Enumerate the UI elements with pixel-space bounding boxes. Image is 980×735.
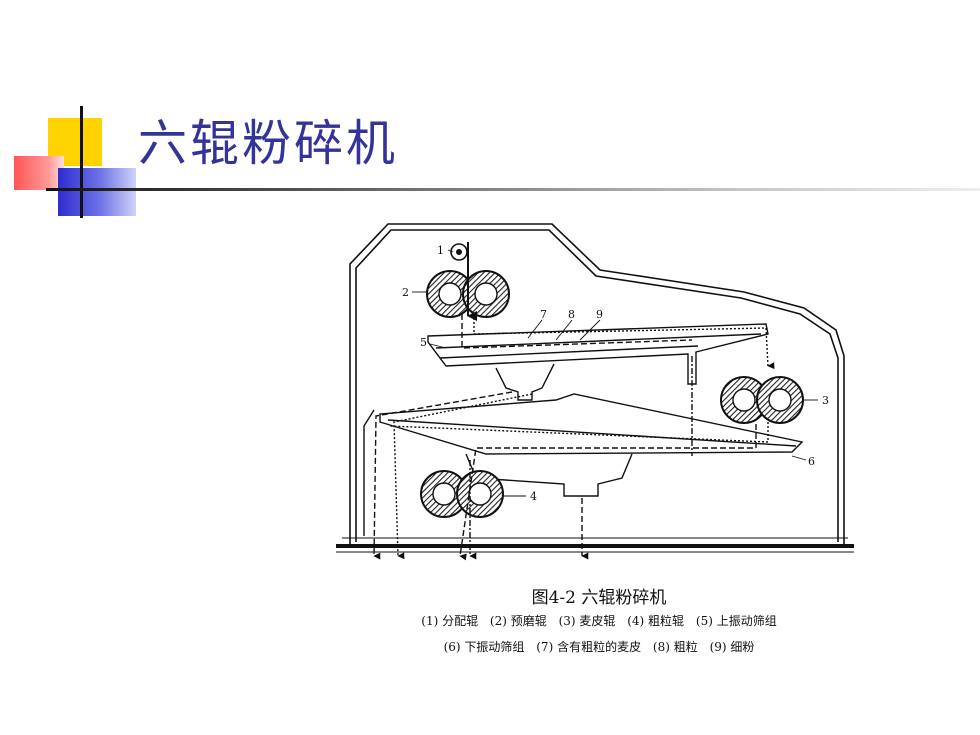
label-leaders [412,249,818,497]
distributor-roller [450,243,468,261]
page-title: 六辊粉碎机 [138,115,399,172]
legend-item: (2) 预磨辊 [489,614,547,628]
legend-item: (4) 粗粒辊 [627,614,685,628]
label-9: 9 [596,308,603,321]
label-1: 1 [437,244,444,257]
label-3: 3 [822,394,829,407]
label-6: 6 [808,455,815,468]
label-5: 5 [420,336,427,349]
legend-item: (8) 粗粒 [652,640,698,654]
machine-base [336,537,854,553]
label-8: 8 [568,308,575,321]
coarse-grain-rollers [420,470,504,518]
legend-row-1: (1) 分配辊 (2) 预磨辊 (3) 麦皮辊 (4) 粗粒辊 (5) 上振动筛… [336,612,862,629]
decor-vertical-line [80,106,83,218]
decor-red-bar [14,156,64,190]
title-underline [46,188,980,191]
label-2: 2 [402,286,409,299]
label-4: 4 [530,490,537,503]
legend-item: (3) 麦皮辊 [558,614,616,628]
label-7: 7 [540,308,547,321]
pre-grinding-rollers [426,270,510,318]
material-flow-paths [373,242,775,561]
upper-vibrating-sieve [427,323,769,401]
legend-item: (1) 分配辊 [421,614,479,628]
legend-item: (6) 下振动筛组 [443,640,525,654]
figure-caption: 图4-2 六辊粉碎机 [531,588,667,608]
legend-row-2: (6) 下振动筛组 (7) 含有粗粒的麦皮 (8) 粗粒 (9) 细粉 [336,638,862,655]
machine-housing [349,223,845,544]
decor-blue-bar [58,168,136,216]
legend-item: (7) 含有粗粒的麦皮 [536,640,642,654]
bran-rollers [720,376,804,424]
six-roller-mill-diagram: 1 2 3 4 5 6 7 8 9 [336,216,862,570]
legend-item: (5) 上振动筛组 [695,614,777,628]
legend-item: (9) 细粉 [709,640,755,654]
